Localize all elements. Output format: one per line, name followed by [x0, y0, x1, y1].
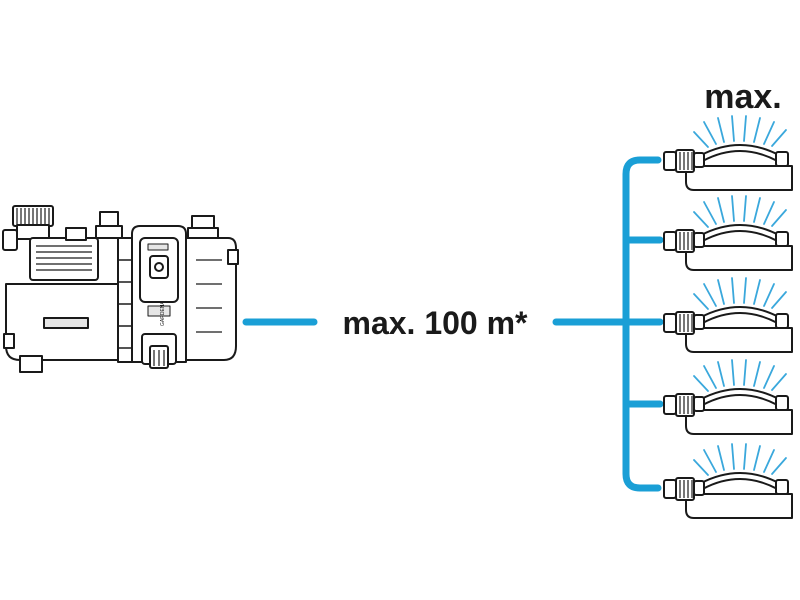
oscillating-sprinkler-icon — [664, 360, 792, 434]
distance-label: max. 100 m* — [342, 305, 528, 341]
outlets-label: max. — [704, 78, 782, 116]
oscillating-sprinkler-icon — [664, 444, 792, 518]
pump-brand-label: GARDENA — [160, 301, 166, 326]
oscillating-sprinkler-icon — [664, 278, 792, 352]
water-pipe — [242, 156, 664, 492]
garden-pump-icon: GARDENA — [2, 205, 239, 373]
oscillating-sprinkler-icon — [664, 196, 792, 270]
sprinkler-group — [664, 116, 792, 518]
oscillating-sprinkler-icon — [664, 116, 792, 190]
